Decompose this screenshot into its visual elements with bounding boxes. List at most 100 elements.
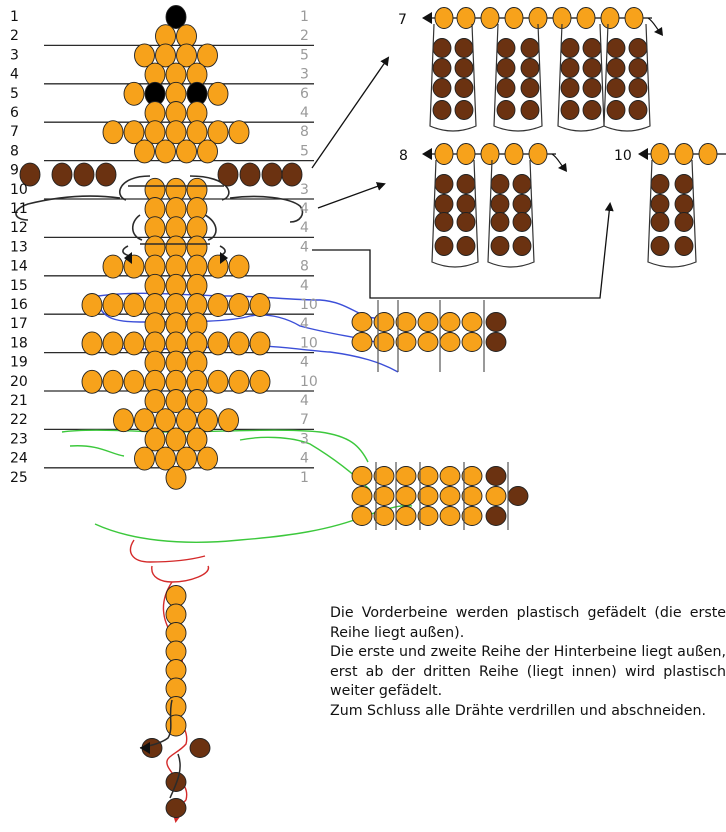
front-leg-bead	[395, 332, 417, 352]
detail-bead	[454, 58, 474, 78]
bead	[207, 120, 229, 145]
detail-bead	[650, 212, 670, 232]
row-number: 21	[10, 393, 28, 409]
row-bead-count: 8	[300, 124, 309, 140]
detail-bead	[456, 7, 476, 29]
detail-bead	[674, 143, 694, 165]
detail-bead	[520, 38, 540, 58]
detail-bead	[434, 7, 454, 29]
row-number: 7	[10, 124, 19, 140]
bead	[155, 139, 176, 164]
bead	[123, 120, 145, 145]
wire-paths	[15, 175, 304, 257]
bead	[207, 369, 229, 394]
detail-bead	[674, 236, 694, 256]
row-number: 13	[10, 239, 28, 255]
bead	[176, 408, 197, 433]
hind-leg-bead	[351, 486, 373, 506]
detail-bead	[520, 78, 540, 98]
bead	[228, 120, 250, 145]
detail-step-8-beads	[422, 143, 567, 268]
bead	[197, 408, 218, 433]
detail-bead	[628, 58, 648, 78]
row-bead-count: 4	[300, 105, 309, 121]
row-bead-count: 3	[300, 182, 309, 198]
detail-bead	[496, 38, 516, 58]
row-bead-count: 4	[300, 393, 309, 409]
row-bead-count: 4	[300, 201, 309, 217]
bead	[155, 446, 176, 471]
bead	[134, 408, 155, 433]
detail-step-8-label: 8	[399, 148, 408, 164]
front-leg-bead	[485, 312, 507, 332]
detail-bead	[434, 236, 454, 256]
detail-step-10: 10	[614, 143, 726, 268]
hind-leg-bead	[395, 486, 417, 506]
hind-leg-bead	[485, 466, 507, 486]
detail-bead	[560, 58, 580, 78]
row-bead-count: 4	[300, 239, 309, 255]
bead	[102, 254, 124, 279]
hind-leg-bead	[439, 486, 461, 506]
bead	[281, 162, 303, 187]
detail-bead	[512, 212, 532, 232]
tail-bead	[165, 603, 187, 626]
row-number: 22	[10, 412, 28, 428]
detail-bead	[490, 236, 510, 256]
detail-bead	[576, 7, 596, 29]
detail-bead	[560, 78, 580, 98]
bead	[228, 293, 250, 317]
row-number: 25	[10, 470, 28, 486]
detail-step-10-beads	[638, 143, 726, 268]
front-leg-bead	[351, 312, 373, 332]
tail-bead	[165, 585, 187, 607]
front-leg-bead	[439, 332, 461, 352]
detail-bead	[674, 194, 694, 214]
tail-bead	[165, 696, 187, 718]
detail-bead	[456, 174, 476, 194]
detail-bead	[528, 143, 548, 165]
detail-step-10-label: 10	[614, 148, 632, 164]
detail-bead	[560, 38, 580, 58]
detail-bead	[560, 100, 580, 120]
bead	[123, 369, 145, 394]
detail-bead	[606, 38, 626, 58]
row-bead-count: 3	[300, 431, 309, 447]
row-bead-count: 10	[300, 374, 318, 390]
bead	[144, 389, 166, 413]
row-number: 9	[10, 163, 19, 179]
row-number: 20	[10, 374, 28, 390]
detail-left-arrow-icon	[422, 148, 432, 160]
instruction-finish: Zum Schluss alle Drähte verdrillen und a…	[330, 702, 707, 719]
detail-bead	[512, 236, 532, 256]
detail-bead	[454, 78, 474, 98]
row-bead-count: 4	[300, 278, 309, 294]
hind-leg-bead	[351, 506, 373, 526]
detail-left-arrow-icon	[422, 12, 432, 24]
hind-leg-bead	[417, 466, 439, 486]
front-leg-bead	[461, 332, 483, 352]
detail-bead	[504, 143, 524, 165]
detail-bead	[490, 174, 510, 194]
bead	[155, 43, 176, 68]
detail-wire-loop	[603, 23, 651, 132]
detail-bead	[490, 194, 510, 214]
row-bead-count: 4	[300, 316, 309, 332]
hind-leg-bead	[439, 466, 461, 486]
row-number: 14	[10, 259, 28, 275]
detail-step-7-label: 7	[398, 12, 407, 28]
hind-leg-bead	[417, 486, 439, 506]
detail-pointers	[311, 56, 614, 299]
pointer-row-9	[317, 182, 386, 209]
row-number: 11	[10, 201, 28, 217]
bead	[261, 162, 283, 187]
bead	[239, 162, 261, 187]
detail-right-arrow-icon	[558, 163, 567, 172]
detail-bead	[490, 212, 510, 232]
wire-row-8-loop	[118, 175, 230, 201]
detail-bead	[582, 100, 602, 120]
bead	[102, 293, 124, 317]
detail-bead	[674, 212, 694, 232]
bead	[218, 408, 239, 433]
row-number: 15	[10, 278, 28, 294]
